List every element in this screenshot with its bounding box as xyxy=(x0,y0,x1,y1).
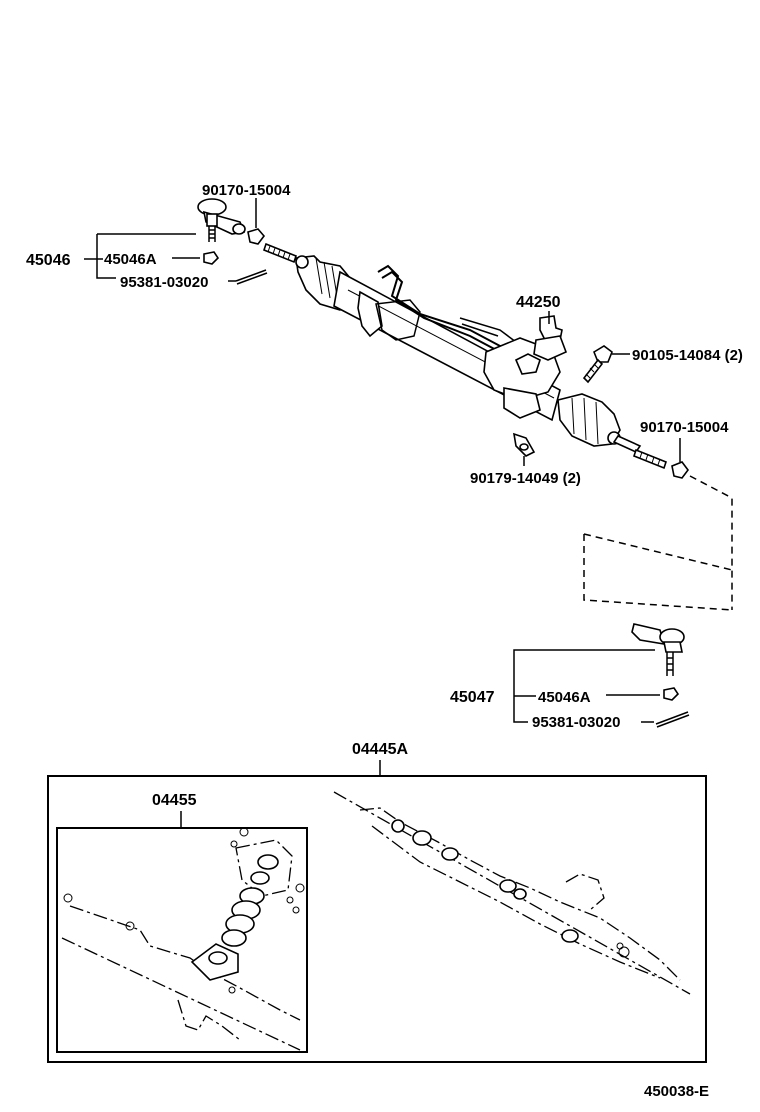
label-04455[interactable]: 04455 xyxy=(152,792,197,809)
nut-icon xyxy=(247,228,266,245)
seal-parts xyxy=(190,827,305,981)
label-90179-14049[interactable]: 90179-14049 (2) xyxy=(470,470,581,487)
washer-icon xyxy=(512,432,536,457)
steering-rack-icon xyxy=(295,255,667,470)
nut-icon xyxy=(663,687,680,701)
nut-icon xyxy=(671,461,689,479)
label-04445A[interactable]: 04445A xyxy=(352,741,408,758)
label-45047[interactable]: 45047 xyxy=(450,689,495,706)
nut-icon xyxy=(203,251,220,265)
label-45046[interactable]: 45046 xyxy=(26,252,71,269)
label-90105-14084[interactable]: 90105-14084 (2) xyxy=(632,347,743,364)
left-tie-rod-end-group: 90170-15004 45046 45046A 95381-03020 xyxy=(26,182,297,291)
label-45046A-left[interactable]: 45046A xyxy=(104,251,157,268)
cotter-pin-icon xyxy=(655,711,690,728)
figure-id: 450038-E xyxy=(644,1083,709,1100)
tie-rod-end-icon xyxy=(631,623,685,676)
bolt-icon xyxy=(582,345,613,384)
inner-tie-rod-left xyxy=(263,242,297,264)
ghost-rack-left xyxy=(61,893,301,1051)
gasket-kit-box xyxy=(56,827,308,1053)
label-95381-03020-right[interactable]: 95381-03020 xyxy=(532,714,620,731)
label-45046A-right[interactable]: 45046A xyxy=(538,689,591,706)
label-95381-03020-left[interactable]: 95381-03020 xyxy=(120,274,208,291)
label-90170-15004-upper[interactable]: 90170-15004 xyxy=(202,182,291,199)
overhaul-kit-box xyxy=(47,775,707,1063)
label-90170-15004-right[interactable]: 90170-15004 xyxy=(640,419,729,436)
dashed-connector xyxy=(583,475,733,611)
right-tie-rod-end-group: 45047 45046A 95381-03020 xyxy=(450,623,690,731)
tie-rod-end-icon xyxy=(197,198,246,242)
cotter-pin-icon xyxy=(235,269,268,285)
ghost-rack-right xyxy=(333,791,691,995)
label-44250[interactable]: 44250 xyxy=(516,294,561,311)
